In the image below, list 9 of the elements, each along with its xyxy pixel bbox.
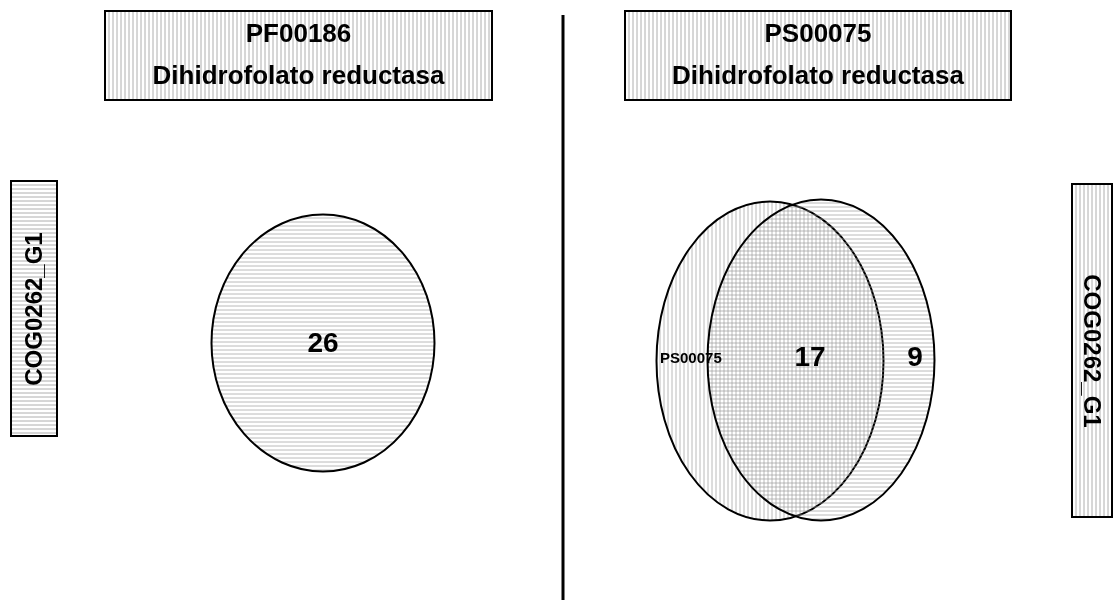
count-label: 9 [907, 343, 923, 371]
count-label: 26 [307, 329, 339, 357]
accession-id: PS00075 [764, 20, 872, 46]
accession-id: PF00186 [245, 20, 352, 46]
group-label: COG0262_G1 [22, 231, 46, 386]
group-label: COG0262_G1 [1080, 273, 1104, 428]
count-label: 17 [794, 343, 826, 371]
protein-name: Dihidrofolato reductasa [152, 62, 445, 88]
protein-name: Dihidrofolato reductasa [672, 62, 964, 88]
